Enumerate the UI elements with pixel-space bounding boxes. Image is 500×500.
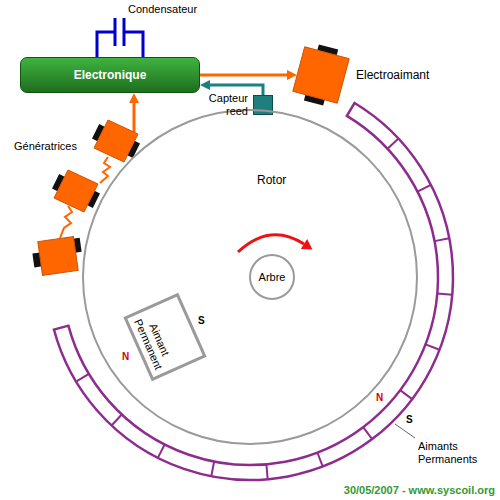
generator-body xyxy=(38,237,78,276)
magnet-divider xyxy=(435,238,450,241)
magnet-divider xyxy=(387,139,398,149)
magnet-divider xyxy=(400,390,412,399)
pole-label: N xyxy=(122,351,129,363)
component-label: Capteur reed xyxy=(198,92,248,118)
leader-line xyxy=(395,424,415,438)
rotor-magnet: Aimant Permanent xyxy=(123,293,206,381)
shaft-circle xyxy=(250,255,294,299)
component-label: Aimant Permanent xyxy=(131,311,177,374)
connector-arrow xyxy=(200,74,293,77)
generator-body xyxy=(94,120,138,162)
magnet-divider xyxy=(76,374,89,382)
magnet-band xyxy=(54,103,453,480)
rotation-arrowhead xyxy=(301,239,313,249)
pole-label: S xyxy=(406,414,413,426)
shaft: Arbre xyxy=(249,254,295,300)
box-title: Electronique xyxy=(74,68,147,82)
electronics-box: Electronique xyxy=(20,57,200,93)
magnet-divider xyxy=(418,185,431,192)
pole-label: N xyxy=(376,392,383,404)
stator-magnets xyxy=(54,103,453,480)
rotor: RotorArbreAimant Permanent xyxy=(82,109,418,445)
component-label: Aimants Permanents xyxy=(418,440,490,466)
component-label: Electroaimant xyxy=(356,68,429,82)
connector-arrow xyxy=(133,97,136,132)
watermark: 30/05/2007 - www.syscoil.org xyxy=(344,484,495,497)
electromagnet-body xyxy=(293,47,349,103)
component-label: Génératrices xyxy=(14,140,77,153)
magnet-divider xyxy=(158,445,165,458)
generator-wire xyxy=(60,206,72,238)
rotor-circle xyxy=(83,110,417,444)
component-label: Rotor xyxy=(257,173,286,187)
component-label: Condensateur xyxy=(128,3,197,16)
magnet-divider xyxy=(437,293,452,294)
magnet-divider xyxy=(266,464,267,479)
component-label: Arbre xyxy=(259,271,286,283)
capacitor-symbol xyxy=(97,18,143,57)
generator-symbol xyxy=(52,170,100,212)
generator-symbol xyxy=(31,236,84,276)
magnet-divider xyxy=(363,427,372,439)
rotation-arrow xyxy=(238,235,304,252)
electromagnet-shape xyxy=(292,46,350,104)
generator-wire xyxy=(100,157,110,183)
magnet-divider xyxy=(317,453,322,467)
magnet-divider xyxy=(112,414,122,425)
electromagnet: Electroaimant xyxy=(292,46,350,104)
magnet-divider xyxy=(426,344,440,349)
pole-label: S xyxy=(198,315,205,327)
generator-body xyxy=(54,170,98,212)
magnet-divider xyxy=(211,462,214,477)
